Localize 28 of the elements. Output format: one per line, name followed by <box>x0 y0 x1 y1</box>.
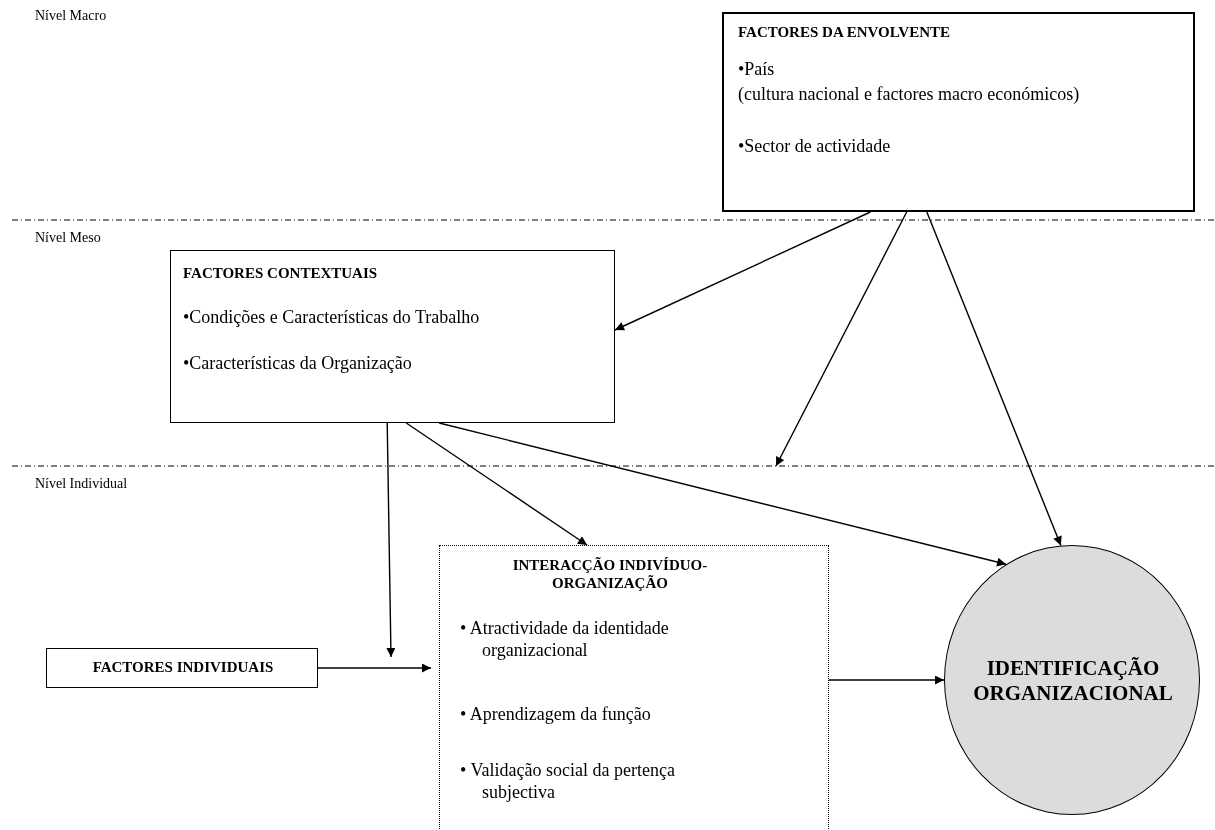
process-box <box>170 250 615 423</box>
process-box <box>722 12 1195 212</box>
arrow <box>926 211 1062 547</box>
box-text: •Características da Organização <box>183 353 412 374</box>
box-heading: INTERACÇÃO INDIVÍDUO-ORGANIZAÇÃO <box>511 556 709 592</box>
arrow <box>614 211 872 331</box>
level-label: Nível Meso <box>35 230 101 246</box>
box-text: (cultura nacional e factores macro económicos) <box>738 84 1080 105</box>
level-label: Nível Individual <box>35 476 128 492</box>
box-text: • Aprendizagem da função <box>460 704 652 726</box>
arrow <box>828 675 945 685</box>
box-text: • Atractividade da identidade organizacional <box>460 618 670 662</box>
box-text: •Condições e Características do Trabalho <box>183 307 480 328</box>
arrow <box>438 422 1007 567</box>
process-box <box>439 545 829 830</box>
arrow <box>317 663 432 673</box>
arrow <box>386 422 396 658</box>
box-text: •Sector de actividade <box>738 136 891 157</box>
box-heading: FACTORES INDIVIDUAIS <box>91 658 275 677</box>
box-text: •País <box>738 59 775 80</box>
process-box <box>46 648 318 688</box>
box-heading: FACTORES CONTEXTUAIS <box>183 265 378 282</box>
box-text: • Validação social da pertença subjectiva <box>460 760 676 804</box>
box-heading: FACTORES DA ENVOLVENTE <box>738 24 950 41</box>
arrow <box>405 422 588 546</box>
box-heading: IDENTIFICAÇÃO ORGANIZACIONAL <box>972 654 1174 707</box>
level-label: Nível Macro <box>35 8 107 24</box>
arrow <box>775 211 908 467</box>
